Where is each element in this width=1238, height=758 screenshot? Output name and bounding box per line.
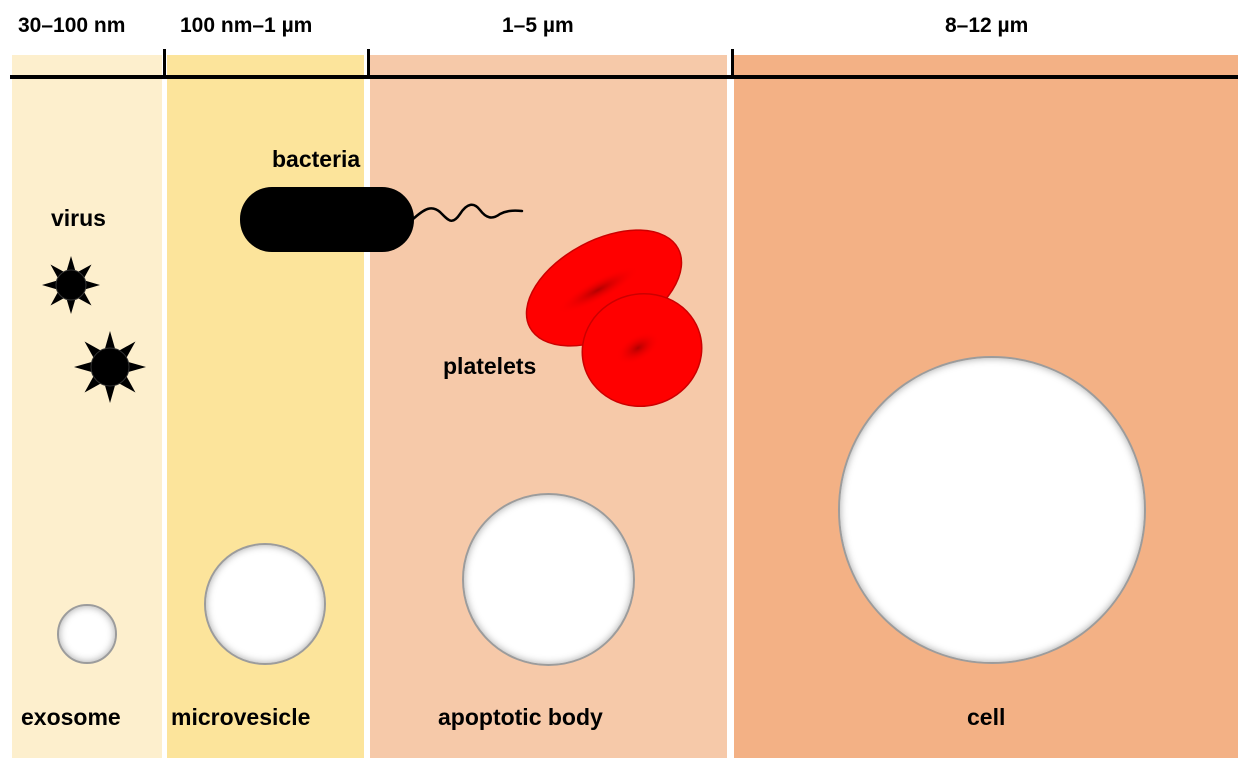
virus-label: virus xyxy=(51,205,106,232)
range-label-apoptotic-body: 1–5 µm xyxy=(502,14,574,38)
bacteria-label: bacteria xyxy=(272,146,360,173)
range-label-cell: 8–12 µm xyxy=(945,14,1028,38)
range-label-microvesicle: 100 nm–1 µm xyxy=(180,14,312,38)
exosome-circle xyxy=(57,604,117,664)
exosome-label: exosome xyxy=(21,704,121,731)
platelets-icon xyxy=(0,0,1,1)
virus-large-icon xyxy=(74,331,146,403)
range-label-exosome: 30–100 nm xyxy=(18,14,125,38)
cell-label: cell xyxy=(967,704,1005,731)
apoptotic-body-circle xyxy=(462,493,635,666)
microvesicle-circle xyxy=(204,543,326,665)
axis-tick xyxy=(731,49,734,78)
apoptotic-body-label: apoptotic body xyxy=(438,704,603,731)
axis-tick xyxy=(163,49,166,78)
microvesicle-label: microvesicle xyxy=(171,704,310,731)
scale-axis xyxy=(10,75,1238,79)
cell-circle xyxy=(838,356,1146,664)
virus-small-icon xyxy=(42,256,100,314)
platelets-label: platelets xyxy=(443,353,536,380)
axis-tick xyxy=(367,49,370,78)
